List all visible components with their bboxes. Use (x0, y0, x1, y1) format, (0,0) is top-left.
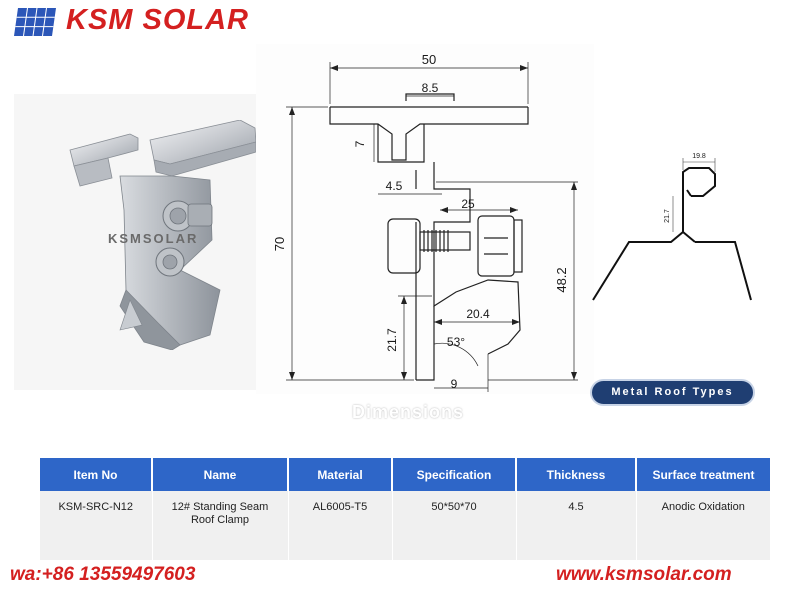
dim-tip: 9 (451, 377, 458, 391)
dim-top-width: 50 (422, 52, 436, 67)
contact-phone: wa:+86 13559497603 (10, 564, 196, 585)
header-surface-treatment: Surface treatment (636, 458, 770, 491)
solar-panel-logo-icon (14, 7, 56, 37)
dim-slot-width: 8.5 (422, 81, 439, 95)
dim-lower-height: 21.7 (385, 328, 399, 352)
dimensions-caption: Dimensions (352, 402, 465, 422)
header-material: Material (288, 458, 393, 491)
cell-name-line2: Roof Clamp (190, 514, 250, 526)
header-item-no: Item No (40, 458, 153, 491)
roof-clamp-photo (69, 120, 257, 350)
cell-item-no: KSM-SRC-N12 (40, 491, 153, 560)
header-specification: Specification (392, 458, 517, 491)
profile-dim-width: 19.8 (692, 153, 706, 160)
header-name: Name (152, 458, 289, 491)
profile-dim-height: 21.7 (664, 209, 671, 223)
dim-bolt-offset: 25 (461, 197, 475, 211)
cell-surface-treatment: Anodic Oxidation (636, 491, 770, 560)
cell-material: AL6005-T5 (288, 491, 393, 560)
brand-name: KSM SOLAR (66, 4, 249, 36)
clamp-technical-drawing: 50 8.5 7 70 4.5 25 48.2 20.4 21.7 53° 9 (272, 52, 578, 392)
metal-roof-profile-drawing: 19.8 21.7 (592, 153, 752, 301)
spec-table: Item No Name Material Specification Thic… (40, 458, 770, 560)
drawing-background (256, 44, 594, 394)
dim-angle: 53° (447, 335, 465, 349)
website-url[interactable]: www.ksmsolar.com (556, 564, 732, 585)
product-watermark: KSMSOLAR (108, 231, 199, 246)
dim-right-height: 48.2 (554, 267, 569, 292)
dim-slot-depth: 7 (353, 140, 367, 147)
metal-roof-types-label: Metal Roof Types (590, 379, 755, 406)
cell-name-line1: 12# Standing Seam (171, 501, 269, 513)
dim-web-thickness: 4.5 (386, 179, 403, 193)
cell-thickness: 4.5 (516, 491, 637, 560)
dim-total-height: 70 (272, 237, 287, 251)
cell-specification: 50*50*70 (392, 491, 517, 560)
spec-table-header-row: Item No Name Material Specification Thic… (40, 458, 770, 491)
dim-hook-width: 20.4 (466, 307, 490, 321)
header-thickness: Thickness (516, 458, 637, 491)
